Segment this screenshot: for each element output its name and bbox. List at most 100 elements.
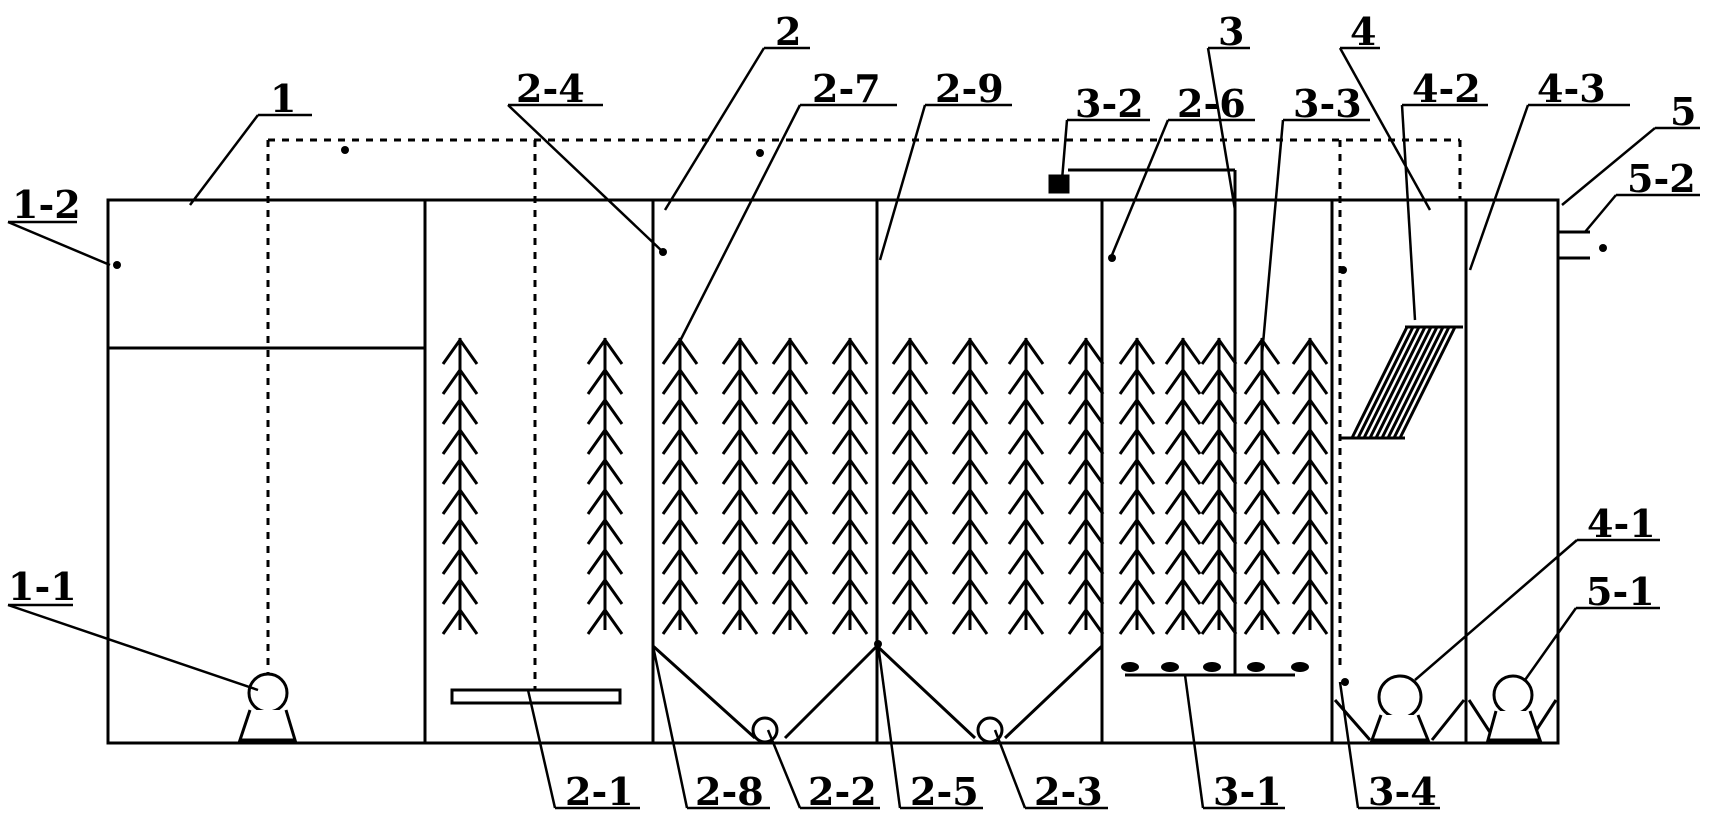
brush-carrier [891,337,929,635]
brush-carrier [831,337,869,635]
label-3-3: 3-3 [1293,81,1362,126]
brush-carrier [1291,337,1329,635]
leader-line [876,643,983,810]
inclined-plate [1356,326,1415,439]
leader-line [1338,46,1432,211]
leader-line [1561,126,1700,206]
brush-carrier [771,337,809,635]
label-2-4: 2-4 [516,66,585,111]
inclined-plate [1374,326,1433,439]
leader-line [1400,103,1488,321]
leader-line [7,603,259,692]
diffuser-icon [1291,662,1309,672]
lift-pump-base [237,709,298,742]
label-2: 2 [775,9,801,54]
sensor-dot [1108,254,1116,262]
leader-line [1584,193,1700,233]
inclined-plate [1380,326,1439,439]
leader-line [1414,538,1660,681]
label-2-2: 2-2 [808,769,877,814]
leader-line [1060,118,1150,181]
leader-line [1338,681,1440,810]
lift-pump-icon [247,672,289,714]
brush-carrier [721,337,759,635]
return-pump-base [1369,714,1431,742]
equipment [237,168,1543,744]
leader-line [507,103,664,253]
inclined-plate [1350,326,1409,439]
brush-carrier [1200,337,1238,635]
diffuser-icon [1247,662,1265,672]
sensor-dot [756,149,764,157]
label-3-1: 3-1 [1213,769,1282,814]
hopper-right [875,644,1104,740]
leader-line [7,220,111,267]
inclined-plate [1398,326,1457,439]
label-4-3: 4-3 [1537,66,1606,111]
label-1: 1 [270,76,296,121]
label-2-5: 2-5 [910,769,979,814]
brush-carrier [441,337,479,635]
label-4-2: 4-2 [1412,66,1481,111]
brush-carrier [1007,337,1045,635]
leader-lines [7,46,1700,810]
brush-carrier [661,337,699,635]
tank-4-bottom [1333,699,1466,741]
inclined-plate-settler [1340,325,1463,440]
leader-line [676,103,897,346]
label-2-3: 2-3 [1034,769,1103,814]
inclined-plate [1368,326,1427,439]
brush-carrier [1164,337,1202,635]
leader-line [663,46,810,211]
sludge-outlet-left-icon [751,716,779,744]
leader-line [526,689,640,810]
label-4-1: 4-1 [1587,501,1656,546]
label-3-2: 3-2 [1075,81,1144,126]
label-1-2: 1-2 [12,182,81,227]
label-2-6: 2-6 [1177,81,1246,126]
label-3: 3 [1218,9,1244,54]
label-5: 5 [1670,89,1696,134]
inclined-plate [1386,326,1445,439]
label-2-7: 2-7 [812,66,881,111]
leader-line [1468,103,1630,271]
label-2-1: 2-1 [565,769,634,814]
leader-line [189,113,312,206]
return-pump-icon [1377,674,1423,720]
leader-line [651,645,770,810]
sensors [113,146,1607,686]
blower-icon [1048,174,1070,194]
tank-outline [106,198,1560,745]
hopper-left [651,644,879,740]
label-5-2: 5-2 [1627,156,1696,201]
leader-line [1206,46,1250,211]
air-piping [266,138,1462,690]
tank-structure [106,170,1590,745]
sensor-dot [1339,266,1347,274]
label-4: 4 [1350,9,1376,54]
brush-carrier [1118,337,1156,635]
label-3-4: 3-4 [1368,769,1437,814]
drain-pump-base [1486,710,1543,742]
brush-carrier [1243,337,1281,635]
leader-line [878,103,1012,261]
diffuser-icon [1203,662,1221,672]
leader-line [1260,118,1370,356]
sensor-dot [1341,678,1349,686]
biofilm-carriers [441,337,1329,635]
sensor-dot [1599,244,1607,252]
leader-line [1183,674,1285,810]
inclined-plate [1362,326,1421,439]
brush-carrier [586,337,624,635]
label-2-8: 2-8 [695,769,764,814]
aeration-diffusers [1121,662,1309,672]
leader-line [1523,606,1660,681]
label-2-9: 2-9 [935,66,1004,111]
drain-pump-icon [1492,674,1534,716]
brush-carrier [1067,337,1105,635]
label-1-1: 1-1 [8,564,77,609]
label-5-1: 5-1 [1586,569,1655,614]
inclined-plate [1392,326,1451,439]
sensor-dot [113,261,121,269]
